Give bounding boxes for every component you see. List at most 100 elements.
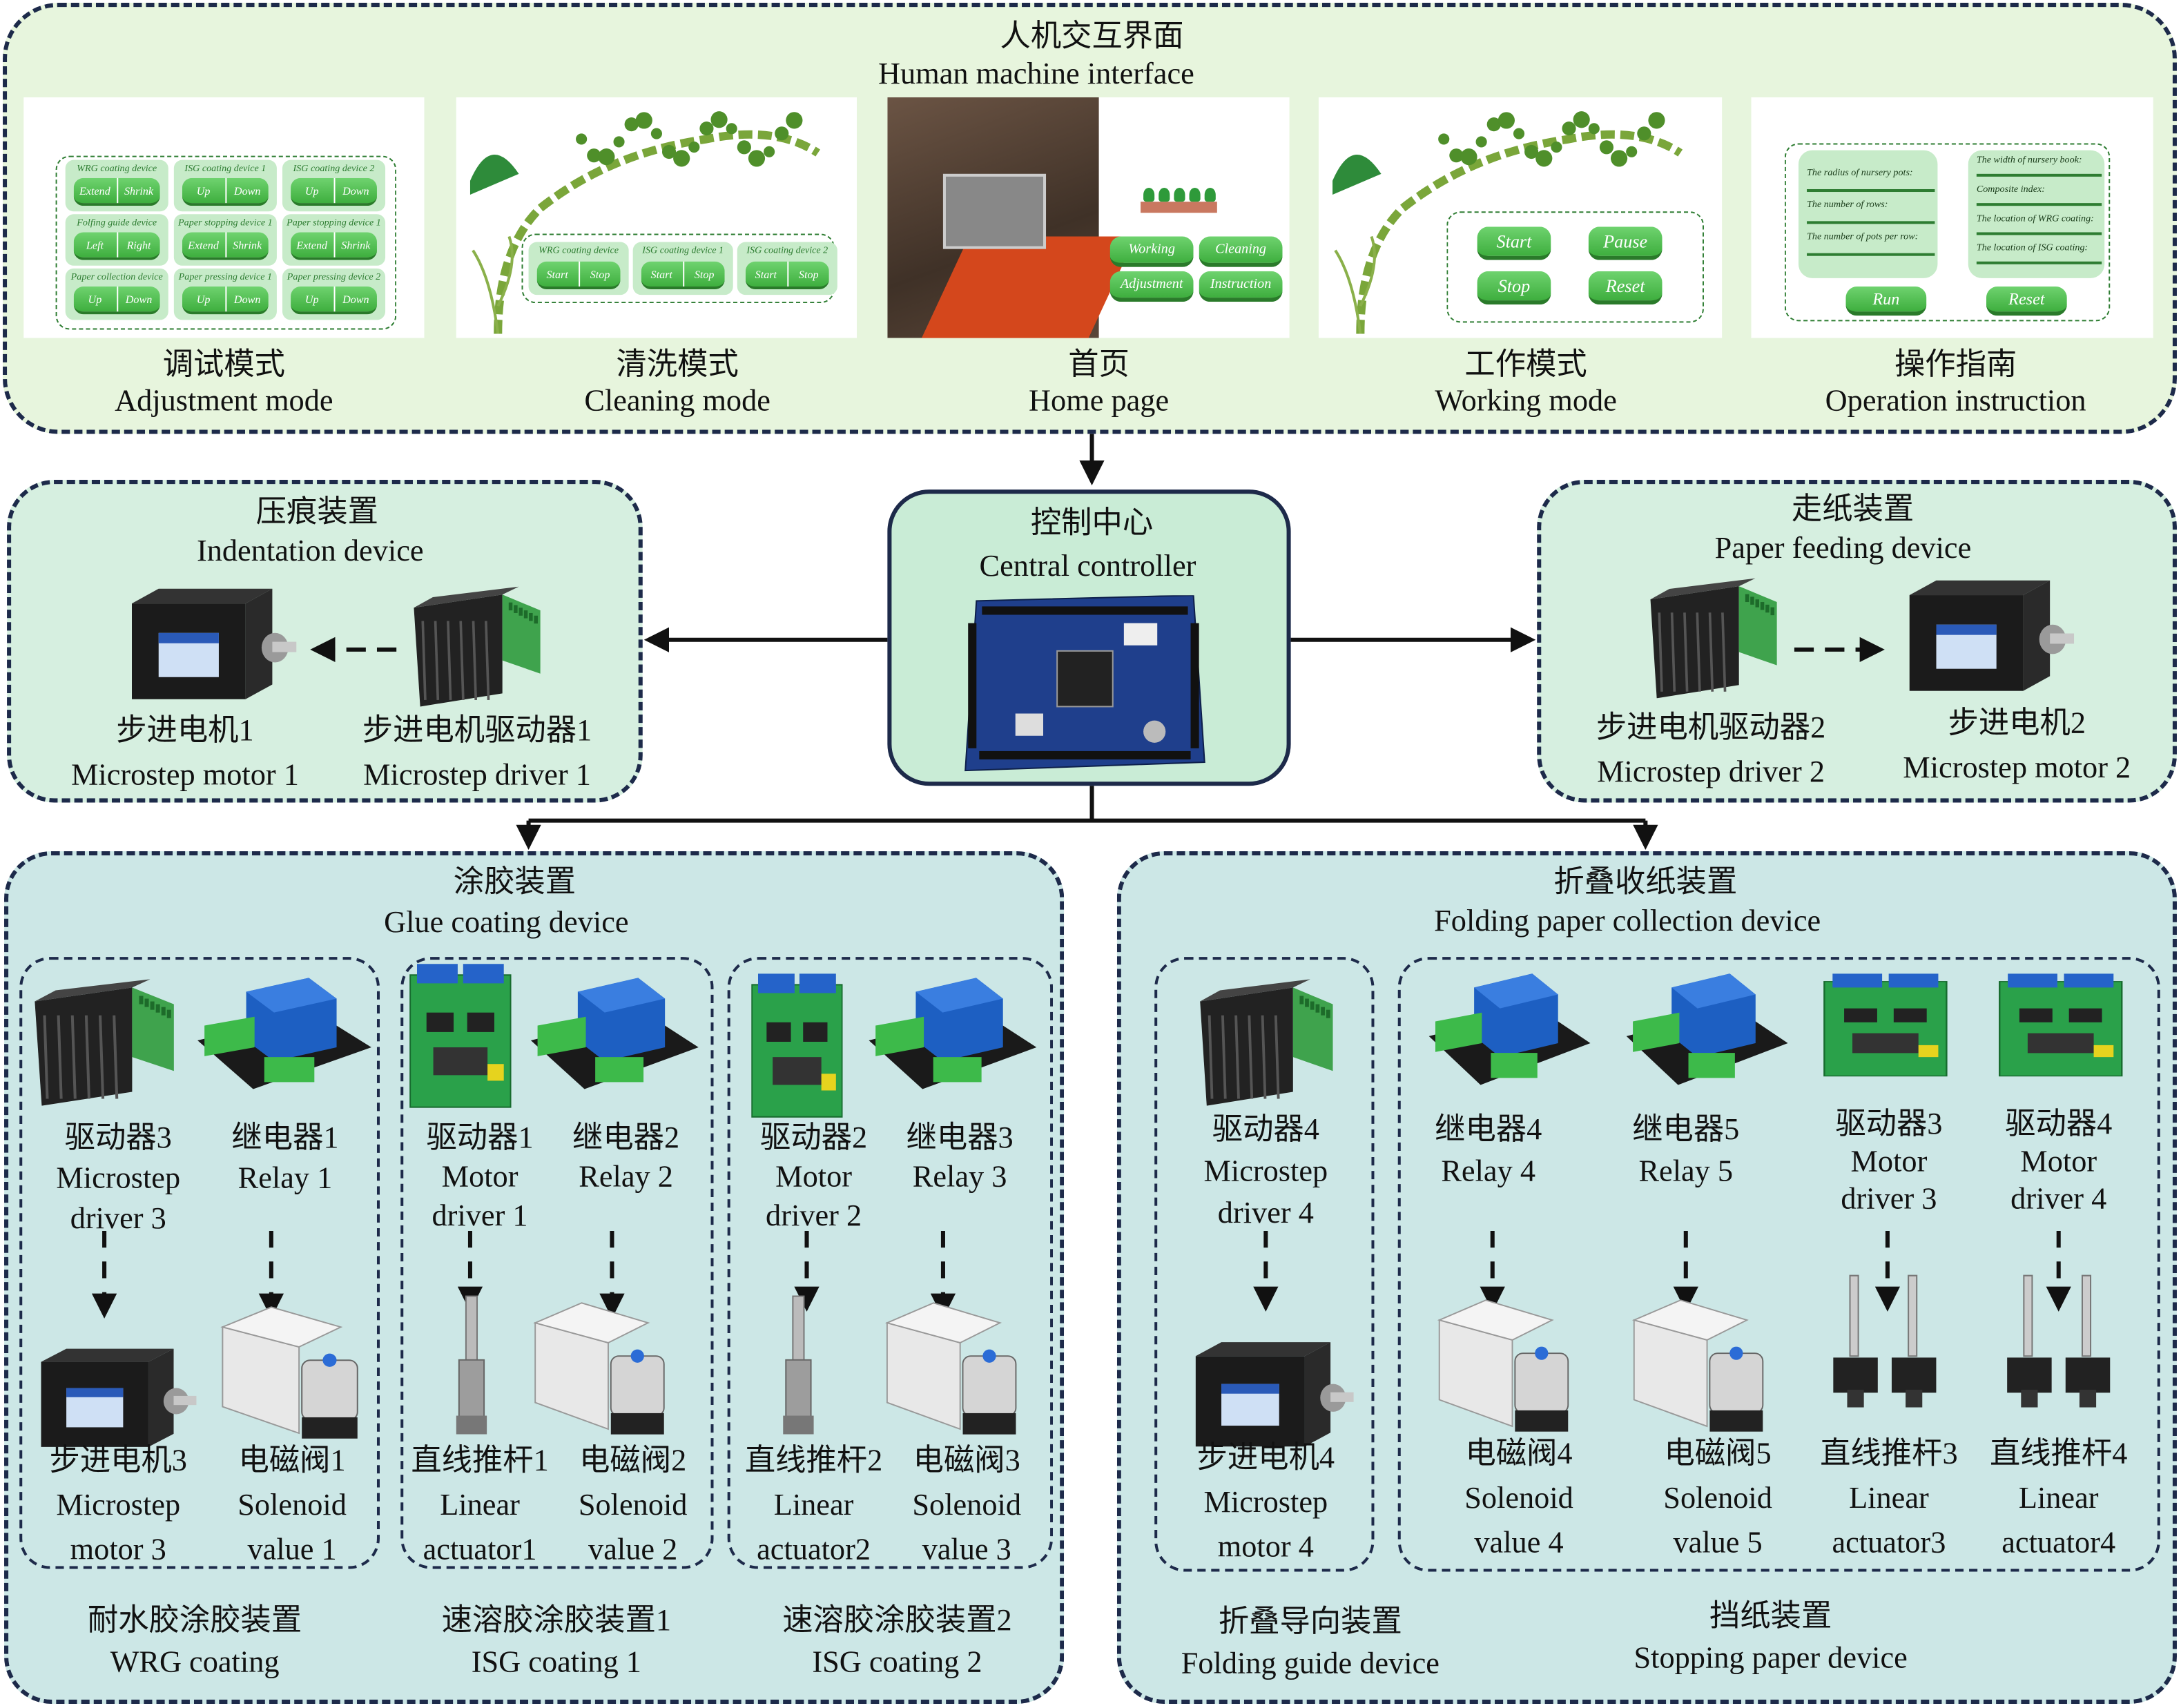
stop-button[interactable]: Stop xyxy=(786,261,829,287)
toggle-button-pair: Up Down xyxy=(290,177,378,206)
screen-label-cn: 首页 xyxy=(1068,346,1130,382)
field-input[interactable] xyxy=(1976,232,2102,235)
field-input[interactable] xyxy=(1807,221,1935,224)
motor-driver-icon xyxy=(1995,973,2126,1078)
device-control-cell: Paper pressing device 1 Up Down xyxy=(173,268,277,320)
shrink-button[interactable]: Shrink xyxy=(224,232,269,258)
device-label: Microstep xyxy=(1203,1484,1328,1520)
device-label: actuator2 xyxy=(757,1531,871,1566)
start-button[interactable]: Start xyxy=(1477,226,1551,260)
right-button[interactable]: Right xyxy=(116,232,160,258)
glue-coating-title-cn: 涂胶装置 xyxy=(453,864,576,899)
screen-label-cn: 操作指南 xyxy=(1894,346,2017,382)
down-button[interactable]: Down xyxy=(224,287,269,312)
device-label: Motor xyxy=(2020,1143,2097,1178)
run-button[interactable]: Run xyxy=(1845,287,1927,316)
solenoid-valve-icon xyxy=(1433,1294,1579,1440)
device-label: Microstep xyxy=(56,1486,181,1522)
device-control-cell: Paper stopping device 1 Extend Shrink xyxy=(282,214,386,266)
stopping-paper-group xyxy=(1397,957,2160,1572)
start-button[interactable]: Start xyxy=(755,267,777,280)
shrink-button[interactable]: Shrink xyxy=(116,177,160,204)
stop-button[interactable]: Stop xyxy=(578,261,621,287)
field-input[interactable] xyxy=(1807,188,1935,193)
start-button[interactable]: Start xyxy=(650,267,672,280)
up-button[interactable]: Up xyxy=(88,293,102,306)
device-label: 步进电机2 xyxy=(1948,705,2086,740)
stop-button[interactable]: Stop xyxy=(682,261,725,287)
plant-decoration-image xyxy=(1332,111,1683,334)
reset-button[interactable]: Reset xyxy=(1986,287,2067,316)
left-button[interactable]: Left xyxy=(86,238,104,251)
up-button[interactable]: Up xyxy=(304,293,319,306)
extend-button[interactable]: Extend xyxy=(296,238,328,251)
hmi-title-en: Human machine interface xyxy=(878,55,1194,90)
shrink-button[interactable]: Shrink xyxy=(333,232,378,258)
up-button[interactable]: Up xyxy=(304,184,319,197)
device-name-label: Paper pressing device 1 xyxy=(178,271,273,282)
device-label: Microstep xyxy=(56,1160,181,1195)
field-input[interactable] xyxy=(1976,203,2102,206)
screen-label-en: Operation instruction xyxy=(1825,382,2086,418)
adjustment-button[interactable]: Adjustment xyxy=(1109,271,1194,302)
stop-button[interactable]: Stop xyxy=(1477,271,1551,305)
left-fields-panel xyxy=(1798,150,1938,278)
device-name-label: Paper stopping device 1 xyxy=(287,217,381,229)
microstep-driver-icon xyxy=(407,581,546,707)
paper-feeding-title-en: Paper feeding device xyxy=(1714,530,1972,565)
microstep-driver-icon xyxy=(1644,573,1783,699)
extend-button[interactable]: Extend xyxy=(188,238,219,251)
working-button[interactable]: Working xyxy=(1109,236,1194,267)
down-button[interactable]: Down xyxy=(333,177,378,204)
device-label: Relay 3 xyxy=(912,1158,1007,1194)
device-label: 步进电机驱动器1 xyxy=(362,712,592,747)
extend-button[interactable]: Extend xyxy=(79,184,110,197)
field-input[interactable] xyxy=(1976,173,2102,177)
device-label: Microstep motor 2 xyxy=(1903,749,2131,785)
field-label: The width of nursery book: xyxy=(1976,154,2082,166)
device-label: Relay 4 xyxy=(1441,1153,1536,1188)
device-label: 电磁阀3 xyxy=(913,1442,1020,1477)
down-button[interactable]: Down xyxy=(224,177,269,204)
device-label: actuator3 xyxy=(1832,1524,1946,1560)
isg-coating-2-group xyxy=(727,957,1054,1569)
stepper-motor-icon xyxy=(35,1342,199,1453)
instruction-button[interactable]: Instruction xyxy=(1199,271,1283,302)
field-input[interactable] xyxy=(1976,261,2102,264)
pause-button[interactable]: Pause xyxy=(1588,226,1663,260)
screen-label-en: Adjustment mode xyxy=(115,382,333,418)
field-input[interactable] xyxy=(1807,253,1935,256)
group-caption-cn: 速溶胶涂胶装置1 xyxy=(441,1602,672,1638)
device-label: Microstep driver 2 xyxy=(1597,753,1825,789)
device-label: Linear xyxy=(2018,1479,2099,1515)
stepper-motor-icon xyxy=(1190,1335,1357,1453)
group-caption-en: Folding guide device xyxy=(1181,1645,1440,1680)
reset-button[interactable]: Reset xyxy=(1588,271,1663,305)
control-board-icon xyxy=(965,595,1205,772)
start-button[interactable]: Start xyxy=(546,267,568,280)
down-button[interactable]: Down xyxy=(116,287,160,312)
hmi-title-cn: 人机交互界面 xyxy=(1000,18,1184,53)
cleaning-button[interactable]: Cleaning xyxy=(1199,236,1283,267)
up-button[interactable]: Up xyxy=(196,293,211,306)
up-button[interactable]: Up xyxy=(196,184,211,197)
toggle-button-pair: Extend Shrink xyxy=(182,232,269,260)
toggle-button-pair: Extend Shrink xyxy=(290,232,378,260)
down-button[interactable]: Down xyxy=(333,287,378,312)
device-label: 步进电机4 xyxy=(1196,1439,1335,1475)
group-caption-cn: 折叠导向装置 xyxy=(1218,1603,1402,1639)
device-label: 驱动器2 xyxy=(760,1119,868,1155)
device-label: value 2 xyxy=(588,1531,678,1566)
device-label: driver 3 xyxy=(1841,1181,1937,1216)
device-label: actuator4 xyxy=(2001,1524,2116,1560)
